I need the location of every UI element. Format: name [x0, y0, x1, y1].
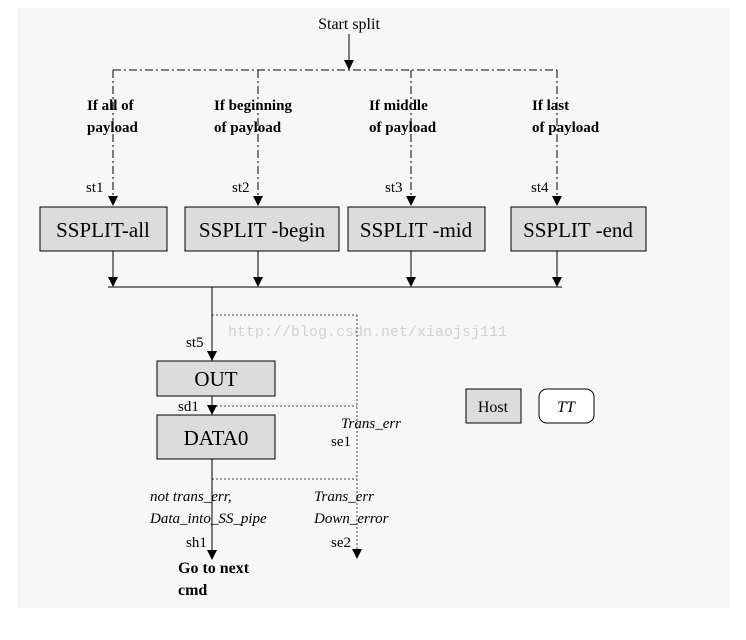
merge-arrows — [108, 251, 562, 288]
transition-ok-line1: not trans_err, — [150, 489, 232, 505]
state-st5: st5 — [186, 335, 204, 351]
condition-end-line2: of payload — [532, 120, 600, 136]
box-ssplit-mid: SSPLIT -mid — [347, 206, 486, 252]
box-ssplit-end-label: SSPLIT -end — [523, 218, 633, 242]
watermark-text: http://blog.csdn.net/xiaojsj111 — [228, 324, 507, 341]
legend-host: Host — [465, 388, 522, 424]
box-ssplit-begin: SSPLIT -begin — [184, 206, 340, 252]
condition-end-line1: If last — [532, 98, 569, 114]
condition-begin-line2: of payload — [214, 120, 282, 136]
transition-ok-line2: Data_into_SS_pipe — [149, 511, 267, 527]
box-ssplit-begin-label: SSPLIT -begin — [199, 218, 326, 242]
state-sh1: sh1 — [186, 535, 207, 551]
transition-trans-err-1: Trans_err — [341, 416, 401, 432]
transition-err2-line1: Trans_err — [314, 489, 374, 505]
tt-dotted-paths — [212, 314, 358, 553]
result-line1: Go to next — [178, 560, 250, 577]
box-data0: DATA0 — [156, 414, 276, 460]
state-st3: st3 — [385, 180, 403, 196]
branch-bus — [112, 69, 558, 198]
condition-all-line2: payload — [87, 120, 139, 136]
legend-host-label: Host — [478, 399, 509, 416]
box-ssplit-end: SSPLIT -end — [510, 206, 647, 252]
box-out: OUT — [156, 360, 276, 397]
state-sd1: sd1 — [178, 399, 199, 415]
legend-tt: TT — [538, 388, 595, 424]
diagram-background — [18, 8, 730, 608]
state-st2: st2 — [232, 180, 250, 196]
transition-err2-line2: Down_error — [313, 511, 389, 527]
start-label: Start split — [318, 16, 380, 33]
condition-mid-line2: of payload — [369, 120, 437, 136]
box-ssplit-all-label: SSPLIT-all — [56, 218, 150, 242]
state-st1: st1 — [86, 180, 104, 196]
condition-begin-line1: If beginning — [214, 98, 292, 114]
state-st4: st4 — [531, 180, 549, 196]
condition-all-line1: If all of — [87, 98, 135, 114]
result-line2: cmd — [178, 582, 207, 599]
legend-tt-label: TT — [557, 399, 576, 416]
box-ssplit-mid-label: SSPLIT -mid — [360, 218, 473, 242]
se2-arrowhead — [352, 549, 362, 559]
state-se2: se2 — [331, 535, 351, 551]
state-se1: se1 — [331, 434, 351, 450]
condition-mid-line1: If middle — [369, 98, 428, 114]
box-data0-label: DATA0 — [184, 426, 249, 450]
branch-arrowheads — [108, 196, 562, 206]
box-ssplit-all: SSPLIT-all — [39, 206, 168, 252]
box-out-label: OUT — [194, 367, 237, 391]
